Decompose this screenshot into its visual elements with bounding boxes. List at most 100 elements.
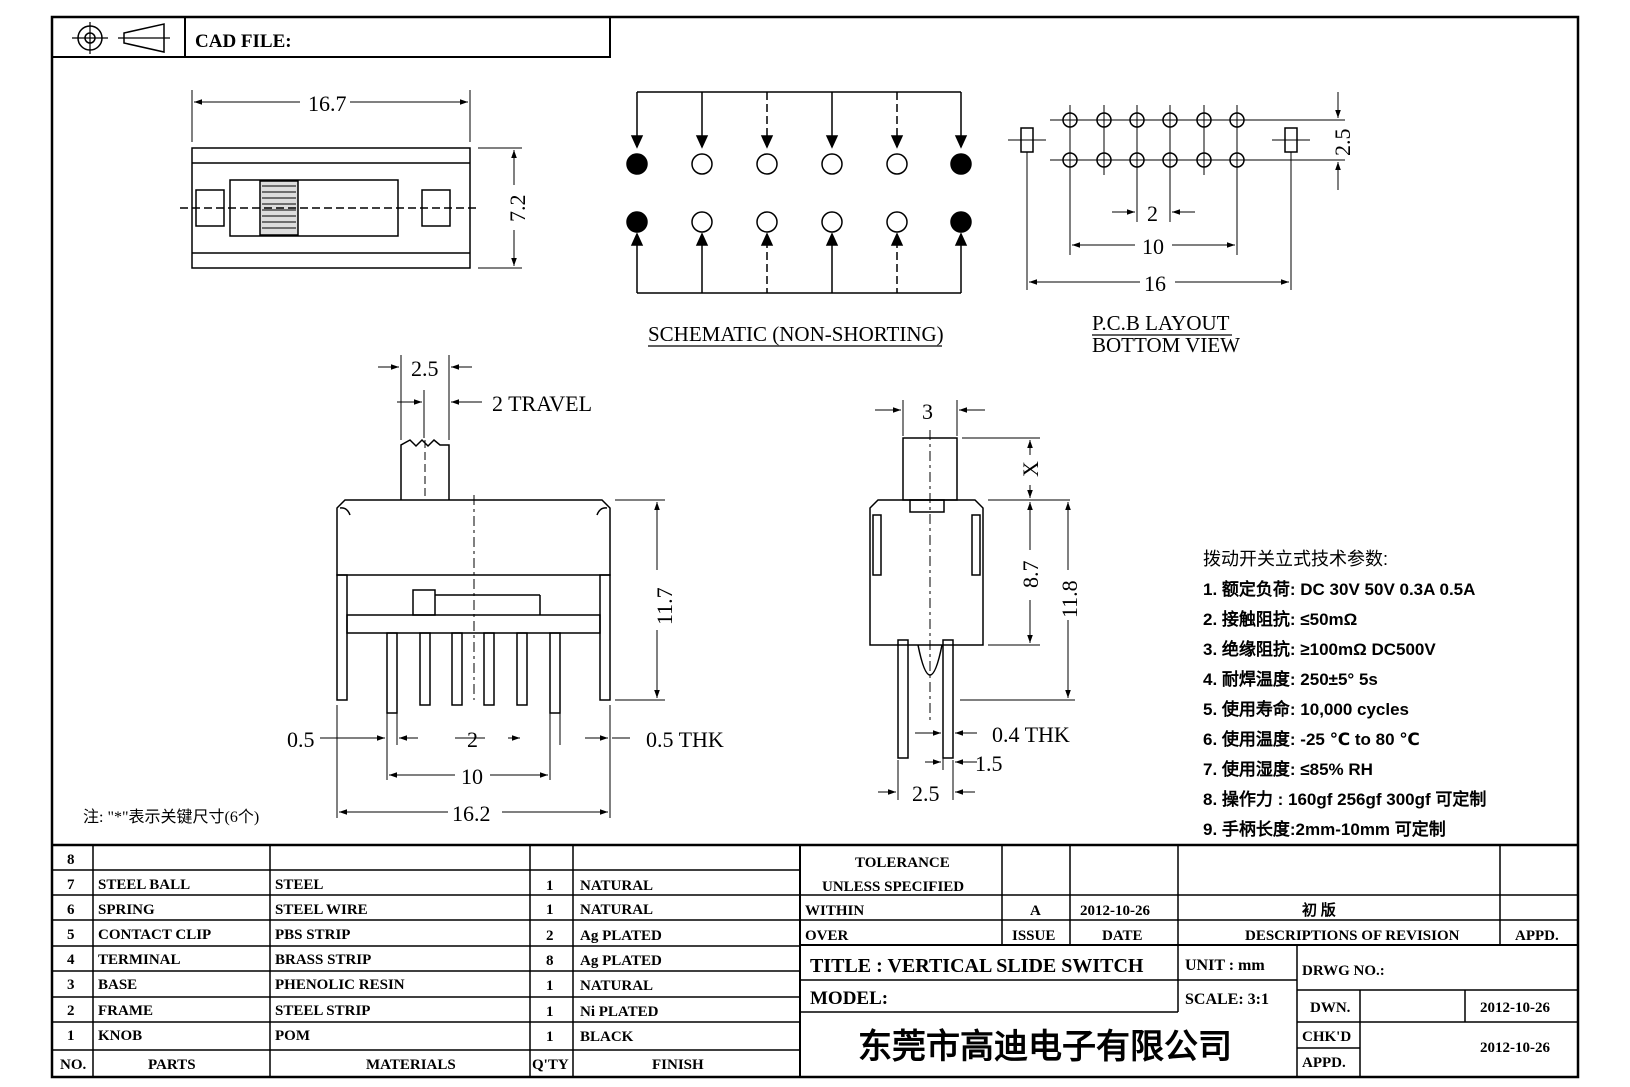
table-row: 4 TERMINAL BRASS STRIP 8 Ag PLATED bbox=[67, 952, 662, 969]
bom-qty: 1 bbox=[546, 878, 554, 894]
pcb-row-dim: 2.5 bbox=[1330, 129, 1355, 157]
table-row: 1 KNOB POM 1 BLACK bbox=[67, 1028, 634, 1045]
bom-part: STEEL BALL bbox=[98, 877, 190, 893]
spec-item: 9. 手柄长度:2mm-10mm 可定制 bbox=[1203, 819, 1446, 839]
front-pitch-dim: 2 bbox=[467, 727, 478, 752]
pcb-caption-line2: BOTTOM VIEW bbox=[1092, 333, 1240, 357]
bom-qty: 1 bbox=[546, 978, 554, 994]
spec-item: 3. 绝缘阻抗: ≥100mΩ DC500V bbox=[1203, 639, 1436, 659]
bom-finish: NATURAL bbox=[580, 902, 653, 918]
bom-material: PBS STRIP bbox=[275, 927, 350, 943]
spec-item: 8. 操作力 : 160gf 256gf 300gf 可定制 bbox=[1203, 789, 1486, 809]
bom-no: 1 bbox=[67, 1028, 75, 1044]
bom-finish: Ni PLATED bbox=[580, 1004, 659, 1020]
issue-label: ISSUE bbox=[1012, 928, 1055, 944]
front-view bbox=[320, 355, 665, 818]
bom-material: PHENOLIC RESIN bbox=[275, 977, 405, 993]
appd-label: APPD. bbox=[1302, 1055, 1346, 1071]
spec-item: 4. 耐焊温度: 250±5° 5s bbox=[1203, 669, 1378, 689]
third-angle-projection-icon bbox=[72, 22, 170, 54]
bom-material: STEEL STRIP bbox=[275, 1003, 370, 1019]
model-label: MODEL: bbox=[810, 988, 888, 1009]
dwn-date: 2012-10-26 bbox=[1480, 1000, 1550, 1016]
top-view-height-dim: 7.2 bbox=[505, 195, 530, 223]
side-view bbox=[869, 400, 1075, 800]
bom-no: 8 bbox=[67, 852, 75, 868]
revision-date: 2012-10-26 bbox=[1080, 903, 1150, 919]
spec-list: 拨动开关立式技术参数: 1. 额定负荷: DC 30V 50V 0.3A 0.5… bbox=[1203, 549, 1486, 839]
bom-no: 7 bbox=[67, 877, 75, 893]
side-pin-spacing-dim: 2.5 bbox=[912, 781, 940, 806]
bom-qty: 1 bbox=[546, 1029, 554, 1045]
spec-item: 2. 接触阻抗: ≤50mΩ bbox=[1203, 609, 1357, 629]
drwg-no-label: DRWG NO.: bbox=[1302, 963, 1385, 979]
bom-no: 6 bbox=[67, 902, 75, 918]
revision-issue: A bbox=[1030, 903, 1041, 919]
company-name: 东莞市高迪电子有限公司 bbox=[858, 1027, 1232, 1066]
appd-header-label: APPD. bbox=[1515, 928, 1559, 944]
front-thk-dim: 0.5 THK bbox=[646, 727, 724, 752]
front-span-dim: 10 bbox=[461, 764, 483, 789]
bom-finish: Ag PLATED bbox=[580, 953, 662, 969]
over-label: OVER bbox=[805, 928, 849, 944]
bom-no: 3 bbox=[67, 977, 75, 993]
side-knob-dim: 3 bbox=[922, 399, 933, 424]
within-label: WITHIN bbox=[805, 903, 864, 919]
table-row: 7 STEEL BALL STEEL 1 NATURAL bbox=[67, 877, 653, 894]
bom-part: CONTACT CLIP bbox=[98, 927, 211, 943]
pcb-caption-line1: P.C.B LAYOUT bbox=[1092, 311, 1230, 335]
bom-no: 4 bbox=[67, 952, 75, 968]
bom-qty: 1 bbox=[546, 902, 554, 918]
title-block-text: TOLERANCE UNLESS SPECIFIED WITHIN OVER A… bbox=[805, 855, 1559, 1071]
bom-qty: 1 bbox=[546, 1004, 554, 1020]
pcb-span-dim: 10 bbox=[1142, 234, 1164, 259]
bom-part: SPRING bbox=[98, 902, 155, 918]
front-pin-width-dim: 0.5 bbox=[287, 727, 315, 752]
table-row: 8 bbox=[67, 852, 75, 868]
bom-finish: BLACK bbox=[580, 1029, 634, 1045]
tolerance-label: TOLERANCE bbox=[855, 855, 950, 871]
bom-no: 5 bbox=[67, 927, 75, 943]
bom-material: POM bbox=[275, 1028, 310, 1044]
bom-part: BASE bbox=[98, 977, 137, 993]
bom-material: STEEL WIRE bbox=[275, 902, 368, 918]
bom-part: KNOB bbox=[98, 1028, 142, 1044]
drawing-title: TITLE : VERTICAL SLIDE SWITCH bbox=[810, 955, 1144, 977]
bom-part: FRAME bbox=[98, 1003, 153, 1019]
schematic-diagram bbox=[626, 91, 972, 347]
pcb-layout-diagram bbox=[1008, 92, 1345, 336]
spec-item: 5. 使用寿命: 10,000 cycles bbox=[1203, 699, 1409, 719]
bom-header-finish: FINISH bbox=[652, 1057, 704, 1073]
bom-header-parts: PARTS bbox=[148, 1057, 196, 1073]
descriptions-label: DESCRIPTIONS OF REVISION bbox=[1245, 928, 1460, 944]
scale-label: SCALE: 3:1 bbox=[1185, 991, 1269, 1008]
key-dimension-note: 注: "*"表示关键尺寸(6个) bbox=[83, 808, 259, 826]
bom-qty: 2 bbox=[546, 928, 554, 944]
side-thk-dim: 0.4 THK bbox=[992, 722, 1070, 747]
front-overall-dim: 16.2 bbox=[452, 801, 491, 826]
bom-finish: NATURAL bbox=[580, 878, 653, 894]
cad-file-label: CAD FILE: bbox=[195, 31, 292, 52]
bom-finish: NATURAL bbox=[580, 978, 653, 994]
bom-rows: 8 7 STEEL BALL STEEL 1 NATURAL 6 SPRING … bbox=[60, 852, 704, 1073]
chk-date: 2012-10-26 bbox=[1480, 1040, 1550, 1056]
pcb-pitch-dim: 2 bbox=[1147, 201, 1158, 226]
bom-qty: 8 bbox=[546, 953, 554, 969]
bom-table bbox=[52, 843, 1578, 1077]
bom-no: 2 bbox=[67, 1003, 75, 1019]
bom-finish: Ag PLATED bbox=[580, 928, 662, 944]
pcb-outer-dim: 16 bbox=[1144, 271, 1166, 296]
spec-item: 1. 额定负荷: DC 30V 50V 0.3A 0.5A bbox=[1203, 579, 1475, 599]
front-travel-dim: 2 TRAVEL bbox=[492, 391, 592, 416]
chkd-label: CHK'D bbox=[1302, 1029, 1351, 1045]
sheet-border bbox=[50, 15, 1580, 1079]
revision-description: 初 版 bbox=[1302, 901, 1336, 919]
bom-header-qty: Q'TY bbox=[532, 1057, 569, 1073]
bom-part: TERMINAL bbox=[98, 952, 181, 968]
table-row: 5 CONTACT CLIP PBS STRIP 2 Ag PLATED bbox=[67, 927, 662, 944]
table-row: 3 BASE PHENOLIC RESIN 1 NATURAL bbox=[67, 977, 653, 994]
date-label: DATE bbox=[1102, 928, 1143, 944]
side-x-dim: X bbox=[1018, 461, 1043, 477]
bom-header-row: NO. PARTS MATERIALS Q'TY FINISH bbox=[60, 1057, 704, 1073]
side-pin-dim: 1.5 bbox=[975, 751, 1003, 776]
